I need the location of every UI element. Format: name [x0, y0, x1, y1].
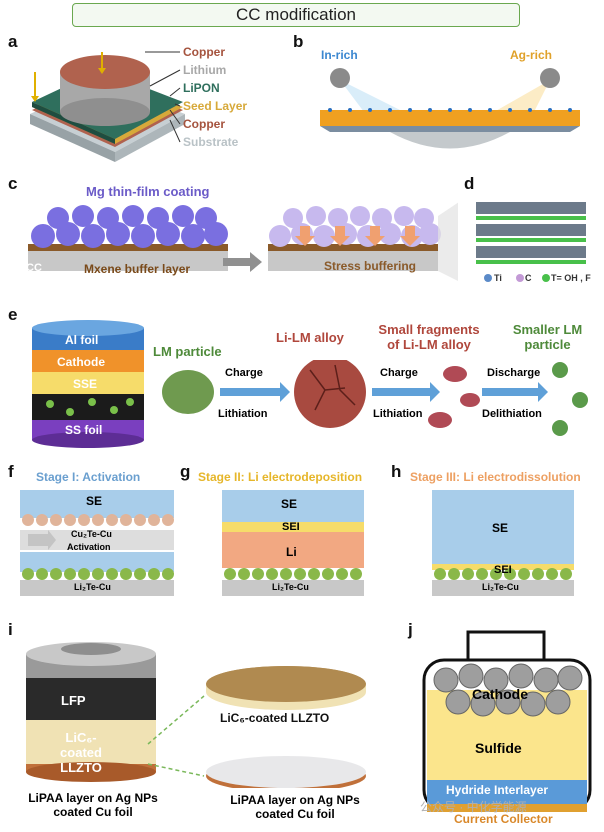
label-cathode-j: Cathode	[472, 686, 528, 702]
stage-2-li: Li	[286, 545, 297, 559]
ti-legend-dot	[484, 274, 492, 282]
label-lm-particle: LM particle	[153, 344, 222, 359]
panel-b-letter: b	[293, 32, 304, 51]
stage-1-li2te: Li₂Te-Cu	[74, 582, 111, 592]
label-in-rich: In-rich	[321, 48, 358, 62]
label-charge-2: Charge	[380, 367, 418, 379]
lm-particle-shape	[162, 370, 214, 414]
stage-2-li2te: Li₂Te-Cu	[272, 582, 309, 592]
label-copper-top: Copper	[183, 45, 225, 59]
label-lic6-llzto-right: LiC₆-coated LLZTO	[220, 711, 330, 725]
panel-e-letter: e	[8, 305, 18, 324]
panel-j-letter: j	[408, 620, 413, 639]
label-hydride: Hydride Interlayer	[446, 783, 549, 797]
label-lithiation-2: Lithiation	[373, 408, 423, 420]
legend-t: T= OH , F	[551, 273, 591, 283]
label-smaller-lm: Smaller LM particle	[512, 322, 583, 352]
lfp-layer	[26, 678, 156, 720]
stack-sse: SSE	[73, 377, 98, 391]
panel-b-diagram	[320, 68, 580, 149]
stage-2-title: Stage II: Li electrodeposition	[198, 470, 363, 484]
label-substrate: Substrate	[183, 135, 239, 149]
stage-2-diagram	[222, 490, 364, 596]
label-current-collector: Current Collector	[454, 812, 553, 826]
stack-cathode: Cathode	[57, 355, 105, 369]
label-sulfide: Sulfide	[475, 740, 522, 756]
in-source-icon	[330, 68, 350, 88]
label-lipaa-left: LiPAA layer on Ag NPs coated Cu foil	[28, 791, 158, 819]
arrow-charge-1	[220, 382, 290, 402]
arrow-discharge	[482, 382, 548, 402]
label-lipon: LiPON	[183, 81, 220, 95]
label-li-lm-alloy: Li-LM alloy	[276, 330, 344, 345]
stage-1-title: Stage I: Activation	[36, 470, 141, 484]
panel-i-letter: i	[8, 620, 13, 639]
c-legend-dot	[516, 274, 524, 282]
label-mg-coating: Mg thin-film coating	[86, 184, 210, 199]
legend-ti: Ti	[494, 273, 502, 283]
panel-a-letter: a	[8, 32, 18, 51]
label-small-fragments: Small fragments of Li-LM alloy	[378, 322, 480, 352]
label-lipaa-right: LiPAA layer on Ag NPs coated Cu foil	[230, 793, 360, 821]
stage-1-activation: Activation	[67, 542, 111, 552]
label-cc: CC	[26, 262, 42, 274]
label-seed-layer: Seed Layer	[183, 99, 248, 113]
substrate-side	[30, 114, 115, 162]
substrate-film	[320, 110, 580, 126]
stage-3-se: SE	[492, 521, 509, 535]
stage-3-sei: SEI	[494, 564, 512, 576]
llzto-layer	[26, 720, 156, 764]
stage-1-cu2te: Cu₂Te-Cu	[71, 529, 112, 539]
stack-ss-foil: SS foil	[65, 423, 103, 437]
stage-3-diagram	[432, 490, 574, 596]
battery-stack	[32, 320, 144, 448]
panel-c-letter: c	[8, 174, 18, 193]
stack-al-foil: Al foil	[65, 333, 99, 347]
legend-c: C	[525, 273, 532, 283]
panel-c-diagram	[28, 202, 458, 281]
t-legend-dot	[542, 274, 550, 282]
copper-top-disc	[60, 55, 150, 89]
label-lithiation-1: Lithiation	[218, 408, 268, 420]
cc-block-left	[28, 251, 228, 271]
panel-d-diagram	[476, 202, 586, 282]
stage-2-sei: SEI	[282, 521, 300, 533]
panel-a-diagram	[30, 51, 185, 162]
panel-d-letter: d	[464, 174, 475, 193]
stage-3-li2te: Li₂Te-Cu	[482, 582, 519, 592]
panel-f-letter: f	[8, 462, 14, 481]
arrow-charge-2	[372, 382, 440, 402]
panel-j-diagram	[422, 630, 592, 812]
label-ag-rich: Ag-rich	[510, 48, 552, 62]
label-copper-bottom: Copper	[183, 117, 225, 131]
label-charge-1: Charge	[225, 367, 263, 379]
panel-h-letter: h	[391, 462, 402, 481]
label-stress-buffering: Stress buffering	[324, 259, 417, 273]
panel-g-letter: g	[180, 462, 191, 481]
substrate-side2	[115, 114, 185, 162]
stage-3-title: Stage III: Li electrodissolution	[410, 470, 581, 484]
cc-block-right	[268, 251, 438, 271]
figure-title: CC modification	[72, 3, 520, 27]
stage-1-diagram	[20, 490, 174, 596]
li-lm-alloy-shape	[294, 360, 366, 428]
stage-1-se: SE	[86, 494, 103, 508]
ag-source-icon	[540, 68, 560, 88]
label-lithium: Lithium	[183, 63, 227, 77]
panel-e-process	[162, 360, 588, 436]
stage-2-se: SE	[281, 497, 298, 511]
label-lic6-llzto-left: LiC₆-coated LLZTO	[60, 730, 102, 775]
watermark: 公众号 · 中化学能源	[420, 800, 527, 814]
panel-i-diagram	[26, 642, 366, 788]
stage-base	[390, 132, 510, 149]
label-delithiation: Delithiation	[482, 408, 542, 420]
label-lfp: LFP	[61, 693, 86, 708]
label-mxene-buffer: Mxene buffer layer	[84, 262, 191, 276]
process-arrow	[223, 252, 262, 272]
label-discharge: Discharge	[487, 367, 541, 379]
